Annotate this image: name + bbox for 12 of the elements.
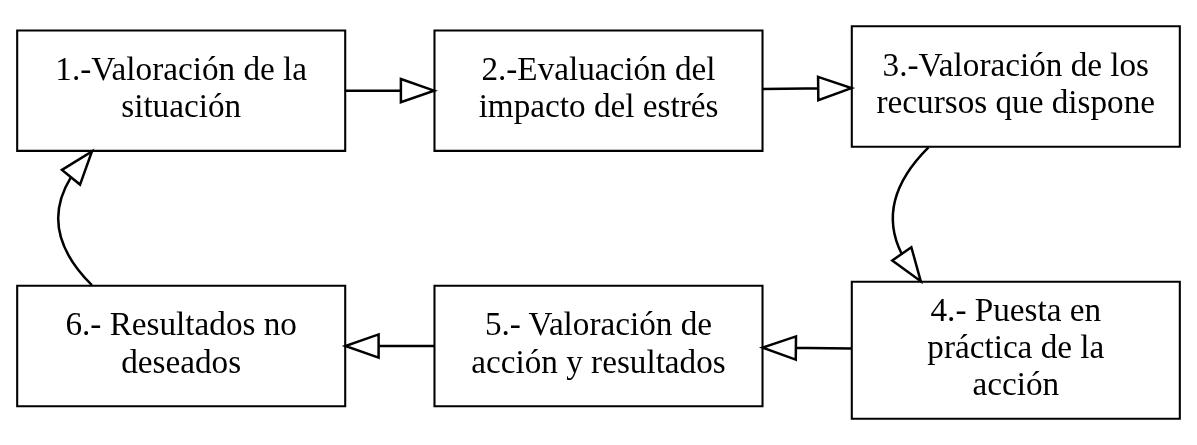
node-box: 2.-Evaluación del impacto del estrés (433, 29, 764, 152)
node-box: 6.- Resultados no deseados (16, 284, 347, 408)
arrow (890, 146, 930, 285)
arrow (758, 334, 852, 362)
node-box: 4.- Puesta en práctica de la acción (850, 280, 1181, 420)
node-box: 3.-Valoración de los recursos que dispone (850, 25, 1181, 148)
arrow (341, 332, 435, 360)
node-box: 5.- Valoración de acción y resultados (433, 284, 764, 408)
node-box: 1.-Valoración de la situación (16, 29, 347, 152)
arrow (762, 75, 856, 102)
arrow (57, 148, 95, 287)
arrow (345, 77, 438, 105)
